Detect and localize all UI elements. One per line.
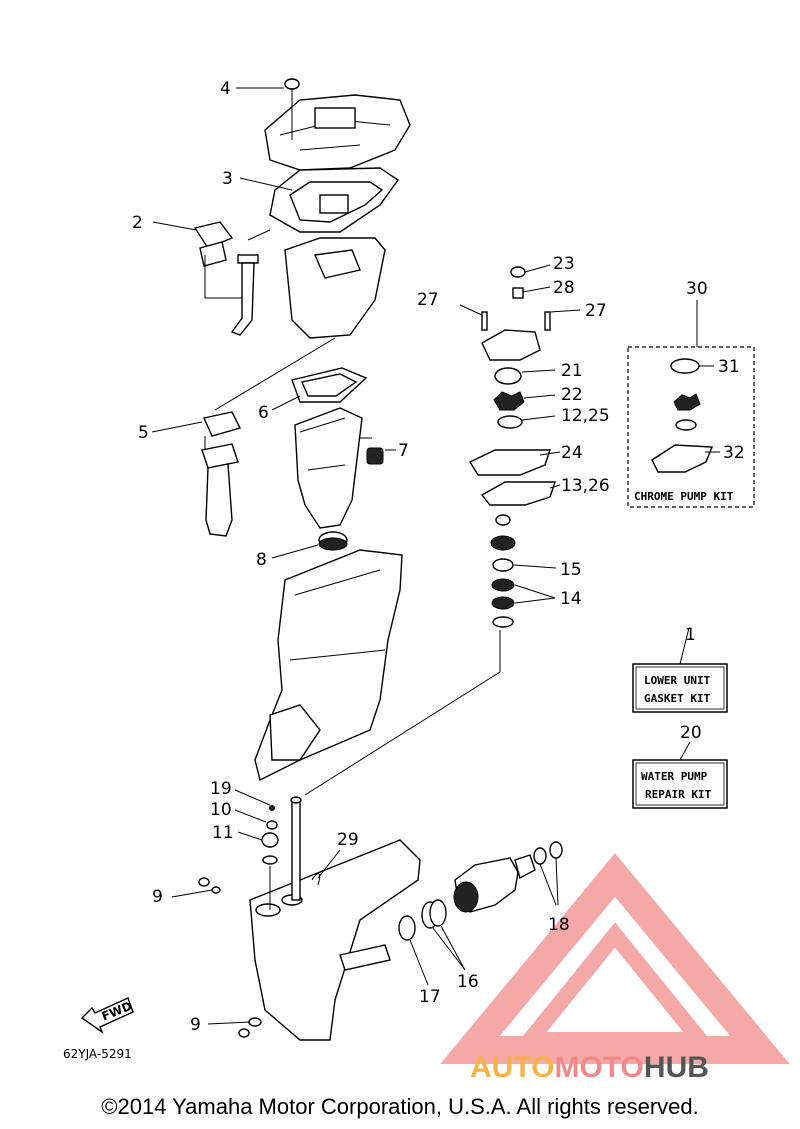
forward-direction-arrow: FWD bbox=[80, 997, 134, 1034]
lower-unit-gasket-kit-box bbox=[632, 627, 728, 713]
callout-9-lower: 9 bbox=[190, 1015, 201, 1035]
callout-21: 21 bbox=[561, 361, 583, 381]
water-pump-kit-label-line1: WATER PUMP bbox=[641, 770, 708, 783]
callout-11: 11 bbox=[212, 823, 234, 843]
watermark-logo bbox=[440, 853, 790, 1064]
lower-unit-kit-label-line2: GASKET KIT bbox=[644, 692, 711, 705]
water-pump-kit-label-line2: REPAIR KIT bbox=[645, 788, 712, 801]
lower-unit-kit-label-line1: LOWER UNIT bbox=[644, 674, 711, 687]
oil-seal-8-part bbox=[271, 531, 348, 559]
exhaust-manifold-part bbox=[214, 237, 386, 411]
callout-8: 8 bbox=[256, 550, 267, 570]
callout-20: 20 bbox=[680, 723, 702, 743]
exhaust-pipe-part bbox=[230, 229, 271, 336]
callout-6: 6 bbox=[258, 403, 269, 423]
callout-12-25: 12,25 bbox=[561, 406, 610, 426]
callout-30: 30 bbox=[686, 279, 708, 299]
callout-2: 2 bbox=[132, 213, 143, 233]
callout-7: 7 bbox=[398, 441, 409, 461]
watermark-part-moto: MOTO bbox=[554, 1051, 643, 1084]
gasket-6-part bbox=[271, 367, 368, 411]
callout-14: 14 bbox=[560, 589, 582, 609]
callout-22: 22 bbox=[561, 385, 583, 405]
callout-23: 23 bbox=[553, 254, 575, 274]
chrome-pump-kit-box bbox=[627, 300, 755, 508]
callout-5: 5 bbox=[138, 423, 149, 443]
callout-28: 28 bbox=[553, 278, 575, 298]
diagram-code: 62YJA-5291 bbox=[63, 1047, 132, 1061]
watermark-part-hub: HUB bbox=[644, 1051, 709, 1084]
callout-4: 4 bbox=[220, 79, 231, 99]
callout-18: 18 bbox=[548, 915, 570, 935]
copyright-notice: ©2014 Yamaha Motor Corporation, U.S.A. A… bbox=[101, 1094, 699, 1119]
exhaust-extension-part bbox=[151, 411, 242, 537]
exhaust-bracket-part bbox=[152, 221, 248, 299]
gasket-plate-part bbox=[239, 167, 399, 233]
water-pump-assembly bbox=[459, 264, 581, 628]
callout-1: 1 bbox=[685, 625, 696, 645]
lower-casing-part bbox=[249, 796, 421, 1041]
callout-3: 3 bbox=[222, 169, 233, 189]
drive-shaft-housing-part bbox=[254, 549, 403, 782]
callout-9-upper: 9 bbox=[152, 887, 163, 907]
lower-small-parts bbox=[171, 789, 341, 1038]
water-pump-repair-kit-box bbox=[632, 741, 728, 809]
upper-casing-part bbox=[236, 78, 411, 171]
callout-24: 24 bbox=[561, 443, 583, 463]
callout-27-left: 27 bbox=[417, 290, 439, 310]
callout-16: 16 bbox=[457, 972, 479, 992]
callout-19: 19 bbox=[210, 779, 232, 799]
callout-13-26: 13,26 bbox=[561, 476, 610, 496]
callout-15: 15 bbox=[560, 560, 582, 580]
watermark-part-auto: AUTO bbox=[470, 1051, 554, 1084]
callout-10: 10 bbox=[210, 800, 232, 820]
chrome-pump-kit-label: CHROME PUMP KIT bbox=[634, 490, 734, 503]
exhaust-guide-part bbox=[294, 407, 396, 529]
callout-32: 32 bbox=[723, 443, 745, 463]
callout-17: 17 bbox=[419, 987, 441, 1007]
propeller-shaft-parts bbox=[398, 841, 563, 986]
callout-29: 29 bbox=[337, 830, 359, 850]
callout-27-right: 27 bbox=[585, 301, 607, 321]
watermark-brand-text: AUTOMOTOHUB bbox=[470, 1051, 709, 1084]
callout-31: 31 bbox=[718, 357, 740, 377]
